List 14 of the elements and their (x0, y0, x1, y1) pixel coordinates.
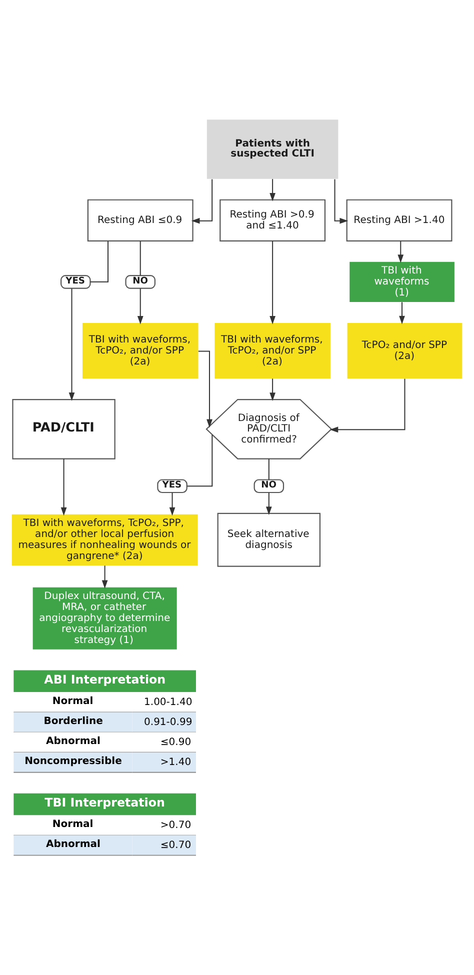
label: Noncompressible (24, 756, 122, 768)
label: 1.00-1.40 (144, 696, 192, 708)
label: ≤0.90 (160, 736, 192, 748)
label: TBI Interpretation (44, 795, 165, 810)
label: Abnormal (46, 838, 101, 850)
label: ≤0.70 (160, 840, 192, 851)
label: Normal (52, 818, 94, 830)
label: Normal (52, 696, 94, 707)
label: 0.91-0.99 (144, 716, 192, 728)
label: >0.70 (160, 820, 192, 831)
label: ABI Interpretation (44, 672, 166, 686)
label: Borderline (44, 716, 103, 727)
label: >1.40 (160, 756, 192, 768)
label: Abnormal (46, 736, 101, 747)
